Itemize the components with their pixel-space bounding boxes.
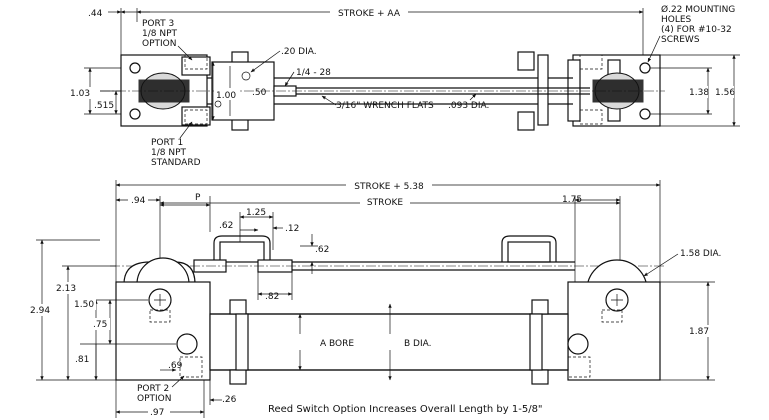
dim-026: .26 <box>222 395 237 405</box>
mount-hole <box>639 62 651 74</box>
port1-line1: PORT 1 <box>151 138 183 148</box>
port3-line1: PORT 3 <box>142 19 174 29</box>
dim-075: .75 <box>93 320 107 330</box>
dim-175: 1.75 <box>562 195 582 205</box>
a-bore: A BORE <box>320 339 354 349</box>
mount-holes-line1: Ø.22 MOUNTING <box>661 4 735 15</box>
mount-holes-line3: (4) FOR #10-32 <box>661 25 732 35</box>
mount-hole <box>639 108 651 120</box>
dim-p: P <box>195 193 201 203</box>
front-view: STROKE + 5.38 .94 P STROKE 1.75 1.25 .62… <box>30 179 721 418</box>
dim-093-dia: .093 DIA. <box>448 101 489 111</box>
dim-100: 1.00 <box>216 91 236 101</box>
dim-stroke-aa: STROKE + AA <box>338 9 401 19</box>
b-dia: B DIA. <box>404 339 431 349</box>
wrench-flats: 3/16" WRENCH FLATS <box>336 101 434 111</box>
dim-stroke: STROKE <box>367 198 403 208</box>
dim-062b: .62 <box>315 245 329 255</box>
dim-138: 1.38 <box>689 88 709 98</box>
port2-line1: PORT 2 <box>137 384 169 394</box>
port1-line2: 1/8 NPT <box>151 148 187 158</box>
mount-holes-line2: HOLES <box>661 15 692 25</box>
mount-hole <box>129 108 141 120</box>
reed-switch-note: Reed Switch Option Increases Overall Len… <box>268 404 543 415</box>
thread-callout: 1/4 - 28 <box>296 68 331 78</box>
port1-line3: STANDARD <box>151 158 201 168</box>
top-view: STROKE + AA .44 PORT 3 1/8 NPT OPTION .2… <box>70 4 740 168</box>
port3-line3: OPTION <box>142 39 176 49</box>
mount-hole <box>129 62 141 74</box>
dim-012: .12 <box>285 224 299 234</box>
dim-103: 1.03 <box>70 89 90 99</box>
dim-150: 1.50 <box>74 300 94 310</box>
dim-158-dia: 1.58 DIA. <box>680 249 721 259</box>
port3-line2: 1/8 NPT <box>142 29 178 39</box>
dim-081: .81 <box>75 355 89 365</box>
port2-line2: OPTION <box>137 394 171 404</box>
dim-stroke-538: STROKE + 5.38 <box>354 182 424 192</box>
dim-097: .97 <box>150 408 164 418</box>
dim-044: .44 <box>88 9 103 19</box>
dim-050: .50 <box>252 88 267 98</box>
dim-187: 1.87 <box>689 327 709 337</box>
dim-0515: .515 <box>94 101 114 111</box>
dim-062a: .62 <box>219 221 233 231</box>
dim-125: 1.25 <box>246 208 266 218</box>
dim-094: .94 <box>131 196 146 206</box>
dim-082: .82 <box>265 292 279 302</box>
dim-069: .69 <box>168 361 183 371</box>
dim-156: 1.56 <box>715 88 735 98</box>
dim-020-dia: .20 DIA. <box>281 47 317 57</box>
mount-holes-line4: SCREWS <box>661 35 700 45</box>
dim-213: 2.13 <box>56 284 76 294</box>
barrel <box>209 313 569 371</box>
dim-294: 2.94 <box>30 306 50 316</box>
